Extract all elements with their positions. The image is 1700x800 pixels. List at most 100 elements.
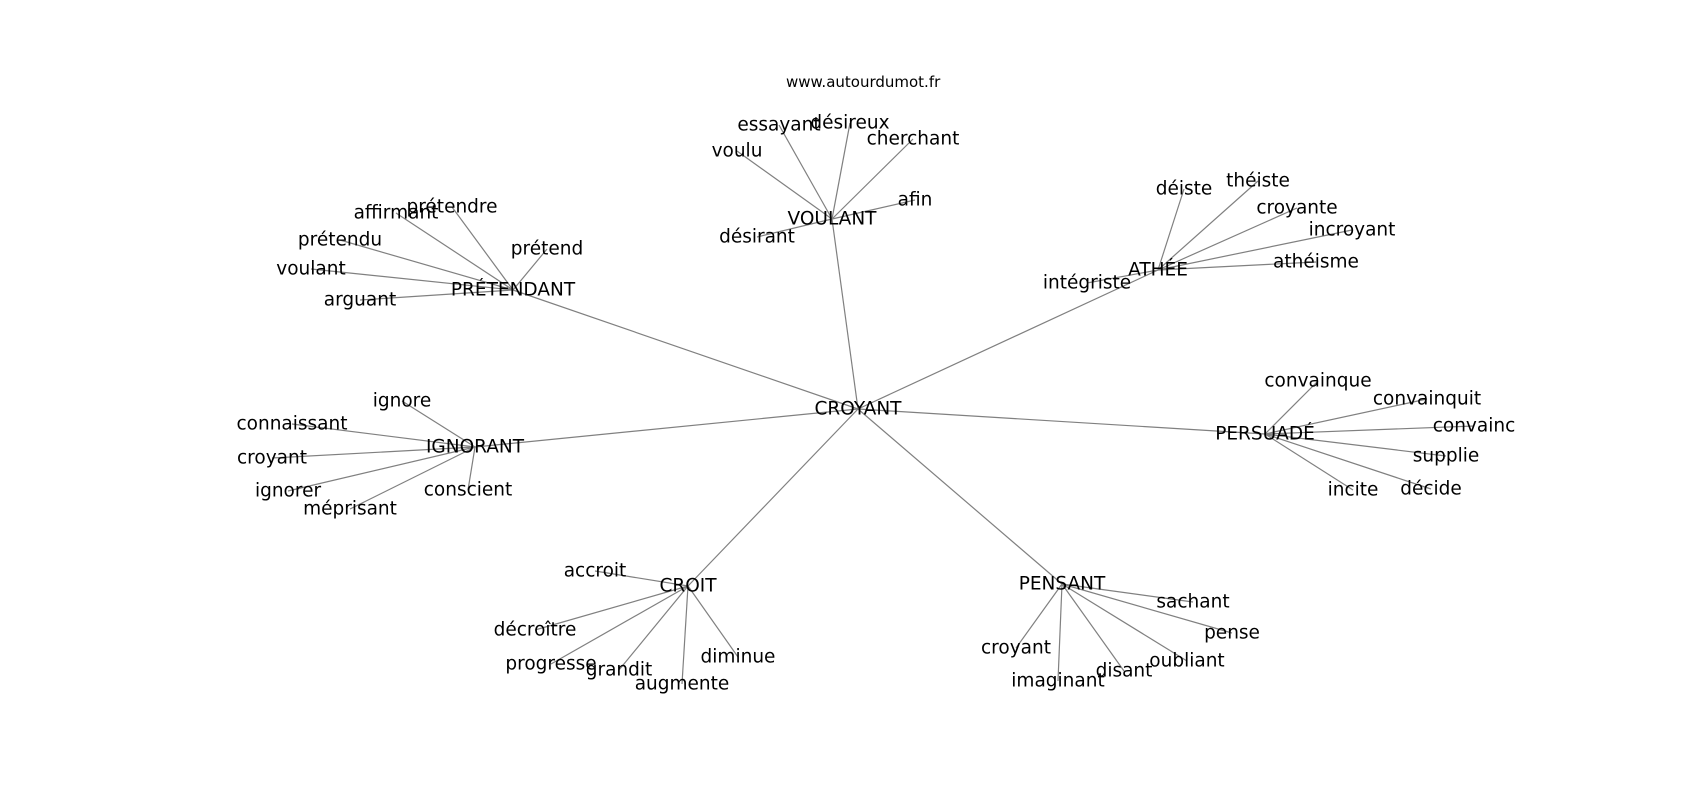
leaf-node-pense: pense [1204,623,1260,644]
leaf-node-desirant: désirant [719,227,795,248]
edge-pensant-croyant [1015,583,1063,649]
leaf-node-affirmant: affirmant [354,203,439,224]
leaf-node-atheisme: athéisme [1273,252,1359,273]
leaf-node-ignore: ignore [373,391,432,412]
edge-croit-augmente [681,585,689,685]
edge-pretendant-pretendu [339,239,514,291]
leaf-node-imaginant: imaginant [1011,671,1104,692]
hub-node-croit: CROIT [659,576,717,597]
leaf-node-oubliant: oubliant [1149,651,1224,672]
edge-persuade-incite [1264,433,1354,491]
leaf-node-augmente: augmente [635,674,730,695]
leaf-node-afin: afin [898,190,933,211]
leaf-node-incroyant: incroyant [1309,220,1396,241]
edge-pensant-pense [1061,583,1233,634]
leaf-node-incite: incite [1328,480,1379,501]
edge-voulant-voulu [736,150,833,220]
hub-node-ignorant: IGNORANT [426,437,525,458]
leaf-node-croyant: croyant [981,638,1051,659]
edge-athee-integriste [1086,269,1159,284]
edge-ignorant-conscient [467,446,476,491]
leaf-node-grandit: grandit [586,660,653,681]
edge-athee-theiste [1157,180,1259,271]
leaf-node-conscient: conscient [424,480,513,501]
edge-center-pretendant [512,289,859,410]
leaf-node-arguant: arguant [324,290,396,311]
leaf-node-pretend: prétend [511,239,583,260]
edge-center-pensant [857,408,1063,585]
edge-croit-grandit [618,585,689,671]
edge-athee-deiste [1157,188,1185,271]
edge-center-ignorant [474,408,859,448]
leaf-node-pretendu: prétendu [298,230,382,251]
edge-croit-diminue [687,585,739,658]
edge-ignorant-ignore [401,400,476,448]
hub-node-voulant: VOULANT [788,209,878,230]
edge-pensant-imaginant [1057,583,1063,682]
leaf-node-integriste: intégriste [1043,273,1131,294]
edge-croit-decroitre [534,585,689,631]
leaf-node-progresse: progresse [505,654,596,675]
hub-node-persuade: PERSUADÉ [1215,423,1315,445]
leaf-node-pretendre: prétendre [406,197,497,218]
leaf-node-convainc: convainc [1433,416,1516,437]
edge-athee-incroyant [1157,229,1353,271]
center-node: CROYANT [815,399,903,420]
edge-persuade-convainque [1264,380,1319,435]
leaf-node-croyant: croyant [237,448,307,469]
edge-athee-croyante [1157,207,1298,271]
edge-voulant-afin [831,199,916,220]
edge-athee-atheisme [1157,261,1317,271]
hub-node-athee: ATHÉE [1128,259,1188,281]
leaf-node-disant: disant [1096,661,1153,682]
edge-persuade-convainquit [1264,398,1428,435]
leaf-node-deiste: déiste [1156,179,1213,200]
leaf-node-convainque: convainque [1264,371,1371,392]
edge-voulant-desirant [756,218,833,238]
site-credit: www.autourdumot.fr [786,73,941,91]
edge-persuade-supplie [1264,433,1447,457]
leaf-node-accroit: accroit [564,561,627,582]
edge-ignorant-croyant [271,446,476,459]
edge-center-persuade [857,408,1266,435]
edge-center-athee [857,269,1159,410]
edge-pensant-sachant [1061,583,1194,603]
edge-center-voulant [831,218,859,410]
edge-pensant-disant [1061,583,1125,672]
edge-ignorant-ignorer [287,446,476,492]
edge-persuade-convainc [1264,425,1475,435]
leaf-node-cherchant: cherchant [867,129,960,150]
leaf-node-desireux: désireux [810,113,889,134]
edge-pensant-oubliant [1061,583,1188,662]
edge-pretendant-pretendre [451,206,514,291]
edge-pretendant-voulant [310,268,514,291]
edge-pretendant-arguant [359,289,514,301]
edge-pretendant-affirmant [395,212,514,291]
edge-voulant-cherchant [831,138,914,220]
leaf-node-theiste: théiste [1226,171,1290,192]
leaf-node-decroitre: décroître [494,620,577,641]
edges-layer [271,122,1475,685]
leaf-node-supplie: supplie [1413,446,1480,467]
leaf-node-essayant: essayant [737,115,820,136]
leaf-node-connaissant: connaissant [236,414,347,435]
edge-pretendant-pretend [512,248,548,291]
hub-node-pensant: PENSANT [1019,574,1106,595]
hub-node-pretendant: PRÉTENDANT [451,279,576,301]
edge-center-croit [687,408,859,587]
edge-croit-progresse [550,585,689,665]
leaf-node-convainquit: convainquit [1373,389,1481,410]
leaf-node-voulu: voulu [712,141,763,162]
leaf-node-croyante: croyante [1256,198,1337,219]
edge-ignorant-meprisant [349,446,476,510]
leaf-node-diminue: diminue [701,647,776,668]
edge-voulant-essayant [778,124,833,220]
edge-voulant-desireux [831,122,851,220]
edge-croit-accroit [594,570,689,587]
edge-persuade-decide [1264,433,1432,490]
leaf-node-meprisant: méprisant [303,499,397,520]
leaf-node-voulant: voulant [276,259,345,280]
